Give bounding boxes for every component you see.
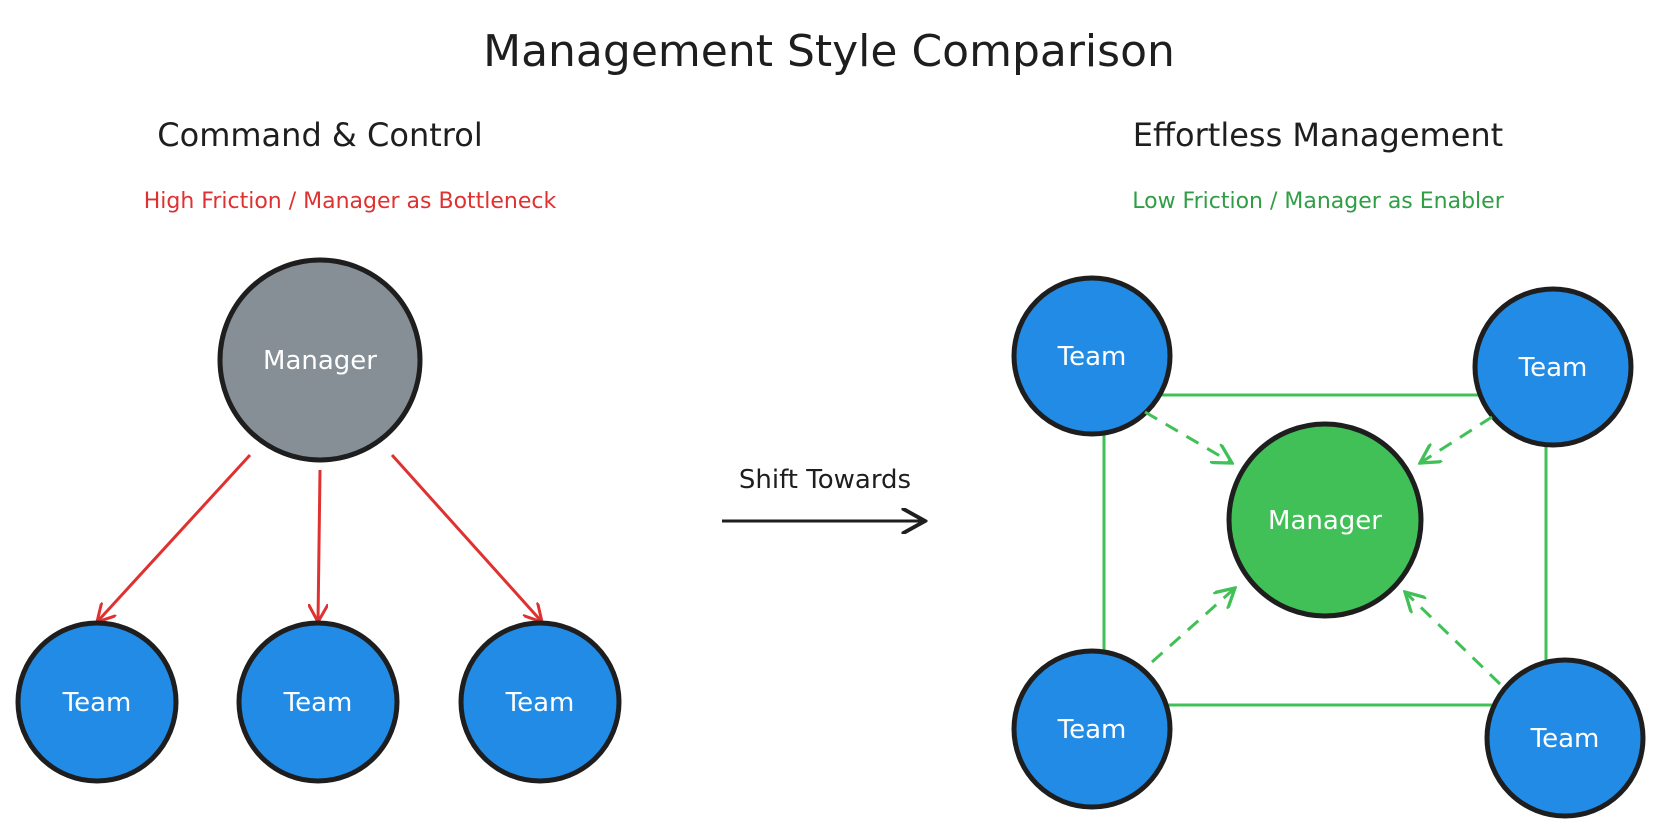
left-team-node-1: Team xyxy=(15,620,179,784)
enabler-arrow-bottom-right xyxy=(1405,592,1502,686)
right-team-label-bottom-left: Team xyxy=(1057,715,1127,745)
right-heading: Effortless Management xyxy=(1133,116,1503,154)
shift-label: Shift Towards xyxy=(739,465,911,495)
command-arrow-right xyxy=(390,453,542,622)
enabler-frame xyxy=(1102,393,1548,707)
right-team-label-bottom-right: Team xyxy=(1530,724,1600,754)
right-team-node-top-left: Team xyxy=(1011,275,1173,437)
right-team-label-top-left: Team xyxy=(1057,342,1127,372)
right-team-node-bottom-right: Team xyxy=(1484,657,1646,819)
right-team-label-top-right: Team xyxy=(1518,353,1588,383)
left-subtitle: High Friction / Manager as Bottleneck xyxy=(144,189,557,214)
left-team-label-3: Team xyxy=(505,688,575,718)
command-arrow-center xyxy=(318,469,320,622)
enabler-arrows xyxy=(1144,410,1502,686)
left-manager-node: Manager xyxy=(217,257,423,463)
diagram-title: Management Style Comparison xyxy=(483,26,1175,77)
enabler-arrow-bottom-left xyxy=(1151,588,1235,664)
right-team-node-top-right: Team xyxy=(1472,286,1634,448)
right-team-node-bottom-left: Team xyxy=(1011,648,1173,810)
left-team-node-2: Team xyxy=(236,620,400,784)
right-manager-node: Manager xyxy=(1226,421,1424,619)
right-subtitle: Low Friction / Manager as Enabler xyxy=(1132,189,1504,214)
command-arrow-left xyxy=(97,453,252,622)
left-manager-label: Manager xyxy=(263,346,377,376)
left-team-label-1: Team xyxy=(62,688,132,718)
right-manager-label: Manager xyxy=(1268,506,1382,536)
left-heading: Command & Control xyxy=(157,116,482,154)
enabler-arrow-top-left xyxy=(1144,410,1232,463)
enabler-arrow-top-right xyxy=(1420,415,1493,463)
left-team-node-3: Team xyxy=(458,620,622,784)
command-arrows xyxy=(97,453,542,622)
left-team-label-2: Team xyxy=(283,688,353,718)
